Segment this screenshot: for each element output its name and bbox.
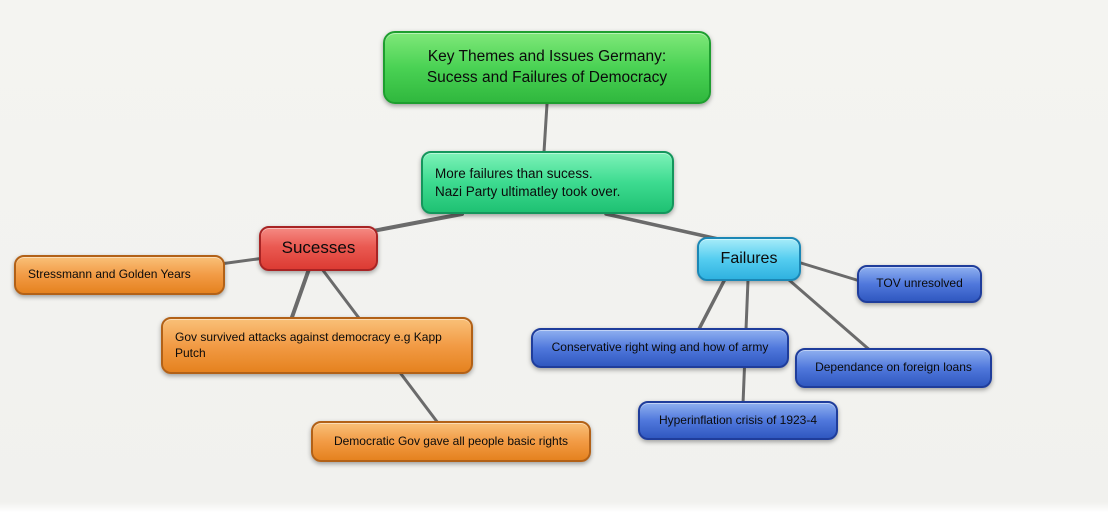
node-foreign-loans[interactable]: Dependance on foreign loans xyxy=(795,348,992,388)
node-basic-rights[interactable]: Democratic Gov gave all people basic rig… xyxy=(311,421,591,462)
node-kapp-putsch[interactable]: Gov survived attacks against democracy e… xyxy=(161,317,473,374)
node-rights-label: Democratic Gov gave all people basic rig… xyxy=(333,433,569,448)
edge-failures-conservative xyxy=(696,277,727,333)
node-kapp-label: Gov survived attacks against democracy e… xyxy=(175,329,442,360)
node-hyperinflation[interactable]: Hyperinflation crisis of 1923-4 xyxy=(638,401,838,440)
node-conservative-label: Conservative right wing and how of army xyxy=(551,340,769,355)
node-root-line2: Sucess and Failures of Democracy xyxy=(426,68,668,86)
node-failures-label: Failures xyxy=(720,249,778,267)
node-stressmann-golden-years[interactable]: Stressmann and Golden Years xyxy=(14,255,225,295)
canvas-bottom-margin xyxy=(0,513,1108,523)
node-summary-line1: More failures than sucess. xyxy=(435,165,593,181)
node-tov-label: TOV unresolved xyxy=(876,276,963,291)
node-root-line1: Key Themes and Issues Germany: xyxy=(427,48,667,66)
node-successes[interactable]: Sucesses xyxy=(259,226,378,271)
node-stressmann-label: Stressmann and Golden Years xyxy=(28,267,191,282)
edge-failures-loans xyxy=(779,271,874,354)
edge-failures-tov xyxy=(799,261,862,283)
edge-summary-failures xyxy=(604,212,729,243)
edge-root-summary xyxy=(542,102,549,154)
node-successes-label: Sucesses xyxy=(281,238,356,258)
node-root-title[interactable]: Key Themes and Issues Germany: Sucess an… xyxy=(383,31,711,104)
node-loans-label: Dependance on foreign loans xyxy=(815,360,972,375)
node-summary[interactable]: More failures than sucess. Nazi Party ul… xyxy=(421,151,674,214)
node-failures[interactable]: Failures xyxy=(697,237,801,281)
node-hyper-label: Hyperinflation crisis of 1923-4 xyxy=(658,412,818,427)
node-summary-line2: Nazi Party ultimatley took over. xyxy=(435,183,621,199)
node-conservative-army[interactable]: Conservative right wing and how of army xyxy=(531,328,789,368)
edge-successes-kapp xyxy=(289,267,311,322)
node-tov-unresolved[interactable]: TOV unresolved xyxy=(857,265,982,303)
